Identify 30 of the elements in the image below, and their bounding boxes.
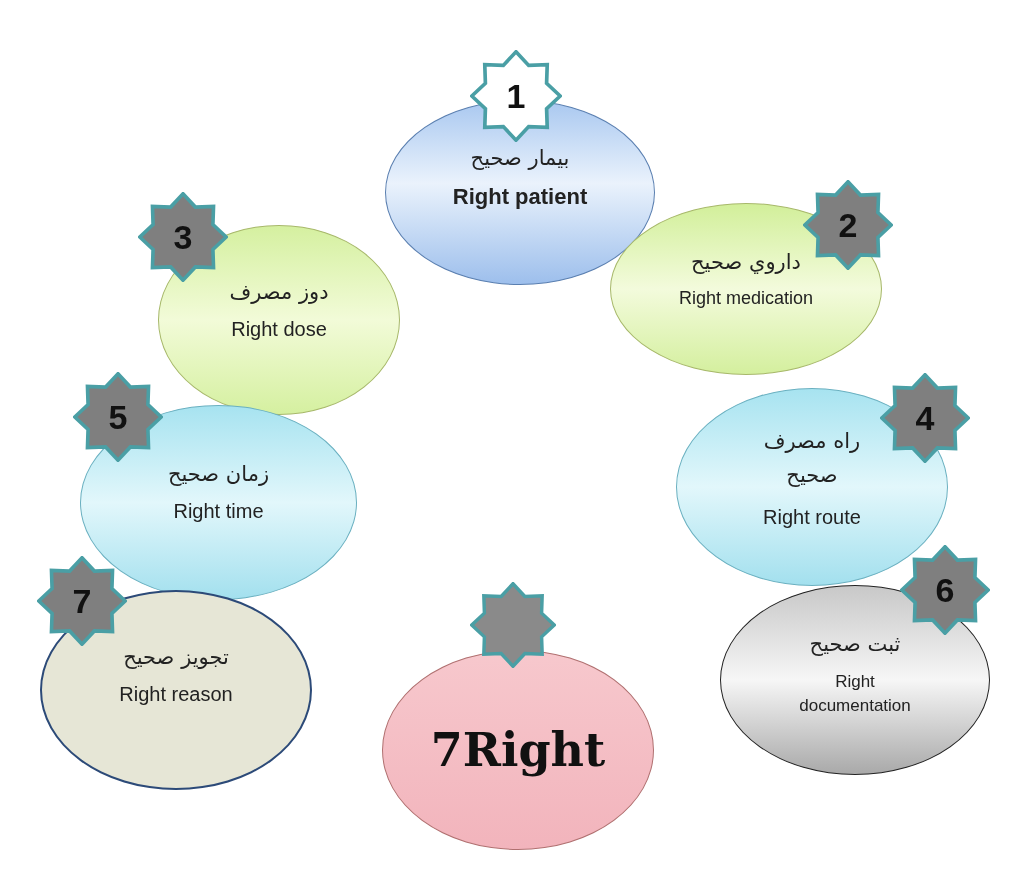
star-badge bbox=[880, 373, 970, 463]
badge-number: 6 bbox=[934, 573, 956, 607]
star-badge bbox=[73, 372, 163, 462]
star-badge bbox=[138, 192, 228, 282]
english-text: Right dose bbox=[231, 317, 327, 341]
persian-text: زمان صحیح bbox=[167, 462, 270, 486]
persian-text: راه مصرف صحیح bbox=[762, 427, 862, 489]
persian-text: ثبت صحیح bbox=[809, 632, 901, 657]
star-badge bbox=[470, 50, 562, 142]
heading-text: 7Right bbox=[430, 723, 606, 777]
persian-text: دوز مصرف bbox=[229, 279, 329, 304]
star-badge bbox=[803, 180, 893, 270]
english-text: Right reason bbox=[119, 682, 233, 706]
persian-text: تجویز صحیح bbox=[123, 644, 229, 669]
badge-number: 7 bbox=[71, 584, 93, 618]
english-text: Right route bbox=[763, 506, 861, 530]
english-text: Right medication bbox=[678, 287, 814, 309]
badge-number: 2 bbox=[837, 208, 859, 242]
persian-text: داروي صحیح bbox=[691, 249, 801, 274]
badge-number: 3 bbox=[172, 220, 194, 254]
badge-number: 1 bbox=[505, 79, 527, 113]
badge-number: 4 bbox=[914, 401, 936, 435]
english-text: Right time bbox=[173, 500, 264, 523]
english-text: Right documentation bbox=[798, 671, 912, 717]
star-badge bbox=[900, 545, 990, 635]
english-text: Right patient bbox=[452, 183, 588, 210]
badge-number: 5 bbox=[107, 400, 129, 434]
persian-text: بیمار صحیح bbox=[470, 145, 570, 170]
star-badge bbox=[470, 582, 556, 668]
star-badge bbox=[37, 556, 127, 646]
